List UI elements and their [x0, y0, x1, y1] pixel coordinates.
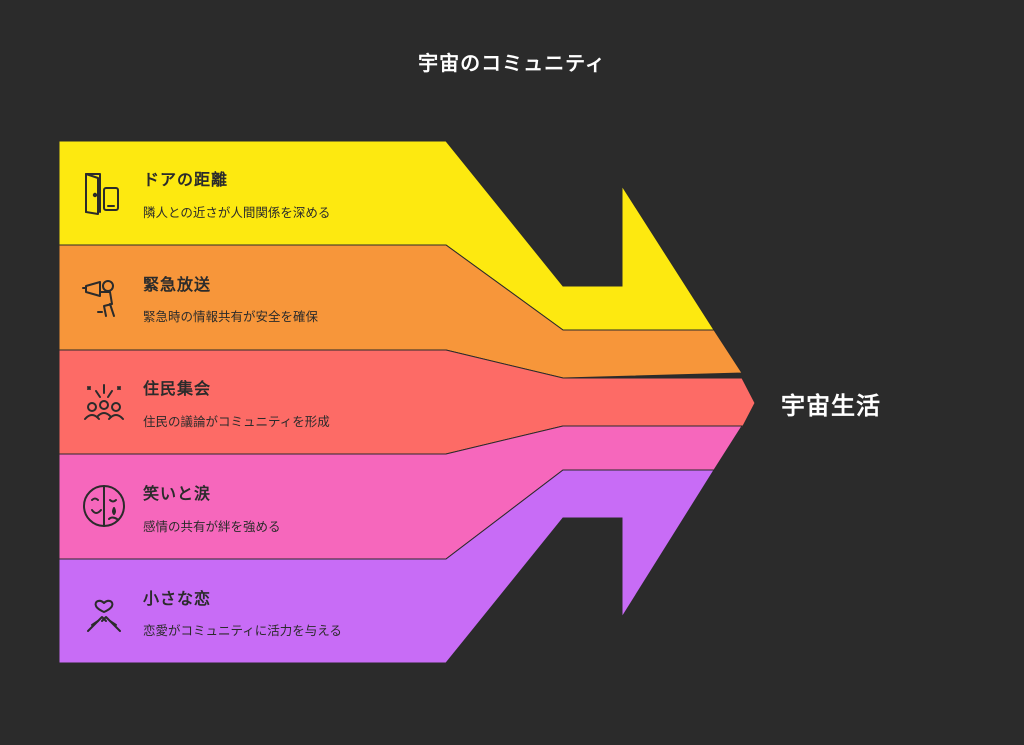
band-title-residents-meeting: 住民集会	[143, 379, 212, 398]
diagram-title: 宇宙のコミュニティ	[418, 51, 606, 75]
heart-hands-icon	[74, 581, 134, 641]
crowd-celebration-icon	[74, 371, 134, 431]
megaphone-person-icon	[74, 266, 134, 326]
band-desc-laughter-tears: 感情の共有が絆を強める	[143, 519, 281, 534]
band-title-door-distance: ドアの距離	[143, 170, 229, 189]
band-desc-emergency-broadcast: 緊急時の情報共有が安全を確保	[143, 309, 319, 324]
band-title-emergency-broadcast: 緊急放送	[143, 275, 212, 294]
band-desc-residents-meeting: 住民の議論がコミュニティを形成	[143, 414, 330, 429]
band-title-small-love: 小さな恋	[143, 589, 212, 608]
band-shape-small-love	[58, 469, 715, 664]
laugh-cry-mask-icon	[74, 476, 134, 536]
band-desc-door-distance: 隣人との近さが人間関係を深める	[143, 205, 331, 220]
target-label: 宇宙生活	[781, 392, 881, 420]
door-phone-icon	[74, 162, 134, 222]
band-desc-small-love: 恋愛がコミュニティに活力を与える	[143, 623, 342, 638]
band-title-laughter-tears: 笑いと涙	[143, 484, 212, 503]
